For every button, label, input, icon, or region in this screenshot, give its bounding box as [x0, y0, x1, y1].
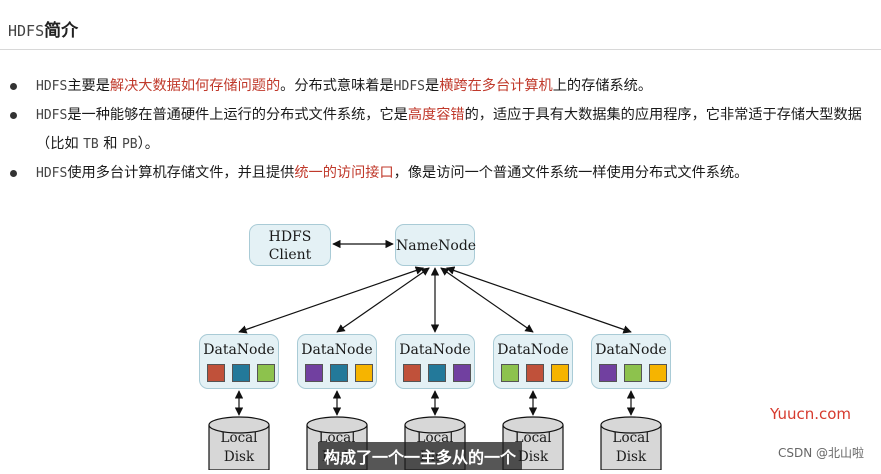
- bullet-text: ，像是访问一个普通文件系统一样使用分布式文件系统。: [393, 165, 749, 181]
- bullet-text: TB: [83, 137, 99, 152]
- datanode-box: DataNode: [591, 334, 671, 389]
- client-line2: Client: [268, 247, 312, 263]
- disk-label-line1: Local: [220, 430, 258, 446]
- bullet-text: 。分布式意味着是: [280, 78, 394, 94]
- namenode-datanode-arrow: [336, 267, 430, 333]
- bullet-dot-icon: [10, 170, 17, 177]
- bullet-text: PB: [121, 137, 138, 152]
- bullet-text: ）。: [137, 136, 159, 152]
- page-title: HDFS简介: [8, 16, 78, 41]
- namenode-box: NameNode: [395, 224, 477, 266]
- namenode-datanode-arrow: [440, 267, 534, 333]
- disk-label-line2: Disk: [615, 449, 647, 465]
- data-block-yellow: [649, 364, 667, 382]
- data-block-yellow: [551, 364, 569, 382]
- highlight-text: 横跨在多台计算机: [439, 78, 553, 94]
- disk-label-line2: Disk: [223, 449, 255, 465]
- datanode-label: DataNode: [203, 342, 275, 358]
- datanode-box: DataNode: [493, 334, 573, 389]
- data-block-red: [403, 364, 421, 382]
- disk-label-line1: Local: [612, 430, 650, 446]
- data-block-green: [257, 364, 275, 382]
- csdn-credit: CSDN @北山啦: [778, 446, 865, 460]
- bullet-text: 上的存储系统。: [552, 78, 653, 94]
- title-text: 简介: [44, 21, 79, 41]
- datanode-label: DataNode: [595, 342, 667, 358]
- namenode-datanode-arrow: [445, 266, 632, 334]
- datanode-label: DataNode: [399, 342, 471, 358]
- disk-label-line1: Local: [514, 430, 552, 446]
- datanode-label: DataNode: [301, 342, 373, 358]
- data-block-red: [526, 364, 544, 382]
- bullet-dot-icon: [10, 83, 17, 90]
- highlight-text: 统一的访问接口: [294, 165, 394, 181]
- data-block-purple: [453, 364, 471, 382]
- hdfs-client-box: HDFS Client: [249, 224, 331, 266]
- bullet-text: 使用多台计算机存储文件，并且提供: [67, 165, 295, 181]
- data-block-teal: [428, 364, 446, 382]
- bullet-text: 和: [98, 136, 122, 152]
- disk-cylinder-icon: [208, 416, 270, 471]
- video-subtitle: 构成了一个一主多从的一个: [318, 442, 523, 470]
- bullet-text: HDFS: [36, 166, 68, 181]
- bullet-dot-icon: [10, 112, 17, 119]
- bullet-text: HDFS: [393, 79, 425, 94]
- disk-label-line2: Disk: [517, 449, 549, 465]
- disk-cylinder-icon: [600, 416, 662, 471]
- title-mono: HDFS: [8, 22, 45, 40]
- bullet-text: HDFS: [36, 108, 68, 123]
- client-line1: HDFS: [268, 229, 312, 245]
- namenode-label: NameNode: [396, 238, 477, 254]
- data-block-teal: [232, 364, 250, 382]
- data-block-purple: [305, 364, 323, 382]
- highlight-text: 高度容错: [407, 107, 465, 123]
- data-block-yellow: [355, 364, 373, 382]
- bullet-text: HDFS: [36, 79, 68, 94]
- bullet-text: 是一种能够在普通硬件上运行的分布式文件系统，它是: [67, 107, 408, 123]
- datanode-box: DataNode: [297, 334, 377, 389]
- bullet-list: HDFS主要是解决大数据如何存储问题的。分布式意味着是HDFS是横跨在多台计算机…: [10, 72, 870, 188]
- datanode-box: DataNode: [199, 334, 279, 389]
- bullet-item: HDFS主要是解决大数据如何存储问题的。分布式意味着是HDFS是横跨在多台计算机…: [10, 72, 870, 101]
- bullet-item: HDFS使用多台计算机存储文件，并且提供统一的访问接口，像是访问一个普通文件系统…: [10, 159, 870, 188]
- bullet-item: HDFS是一种能够在普通硬件上运行的分布式文件系统，它是高度容错的，适应于具有大…: [10, 101, 870, 159]
- watermark-text: Yuucn.com: [770, 405, 852, 423]
- data-block-green: [624, 364, 642, 382]
- data-block-purple: [599, 364, 617, 382]
- datanode-label: DataNode: [497, 342, 569, 358]
- bullet-text: 的，适应于具有大数据集的应用程序，它非常适于存储大型数据（比如: [36, 107, 862, 152]
- namenode-datanode-arrow: [238, 266, 425, 334]
- data-block-green: [501, 364, 519, 382]
- data-block-teal: [330, 364, 348, 382]
- datanode-box: DataNode: [395, 334, 475, 389]
- bullet-text: 主要是: [67, 78, 110, 94]
- bullet-text: 是: [424, 78, 440, 94]
- data-block-red: [207, 364, 225, 382]
- title-divider: [0, 49, 881, 50]
- highlight-text: 解决大数据如何存储问题的: [109, 78, 281, 94]
